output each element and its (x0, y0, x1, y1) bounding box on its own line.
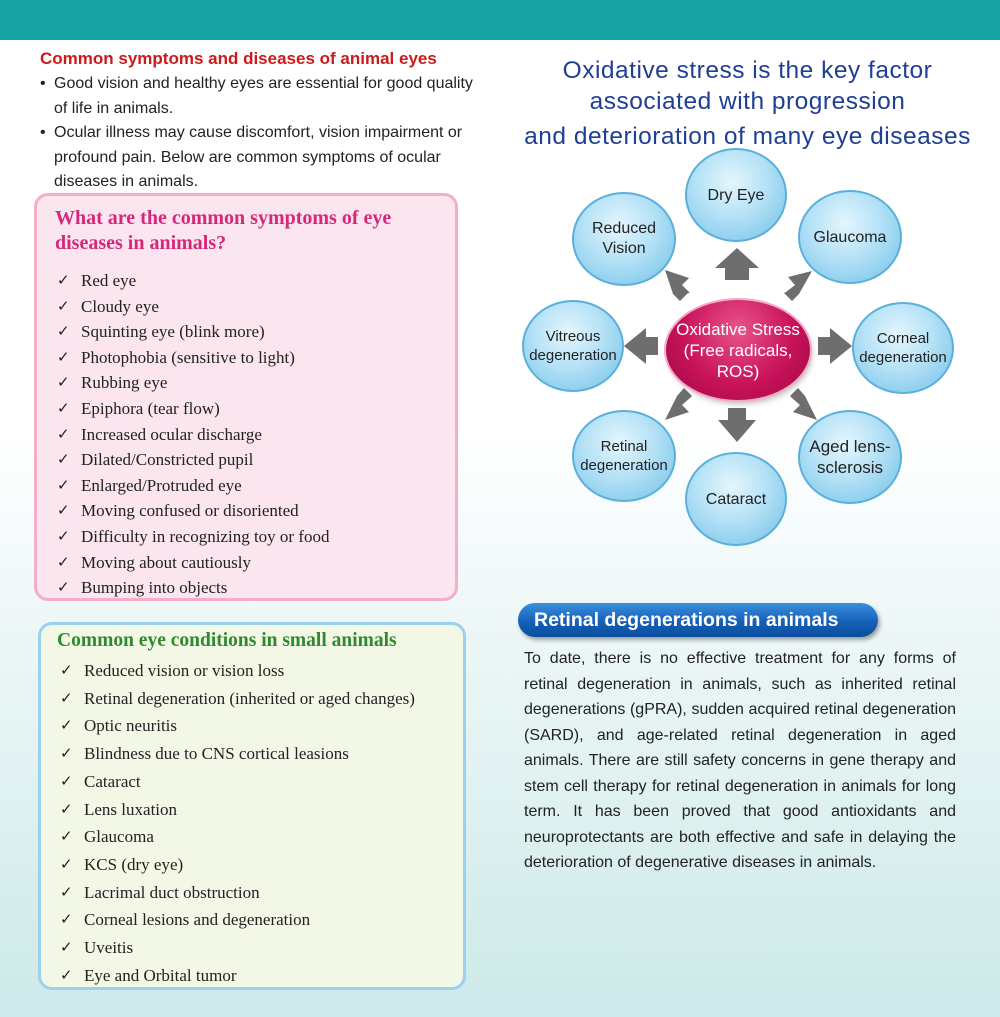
conditions-list: Reduced vision or vision loss Retinal de… (60, 657, 463, 989)
node-corneal-degeneration: Corneal degeneration (852, 302, 954, 394)
arrow-up-right (784, 271, 812, 301)
center-label: (Free radicals, (683, 340, 793, 360)
symptom-item: Enlarged/Protruded eye (57, 473, 455, 499)
condition-item: Blindness due to CNS cortical leasions (60, 740, 463, 768)
symptom-item: Epiphora (tear flow) (57, 396, 455, 422)
center-label: Oxidative Stress (676, 319, 800, 339)
symptoms-list: Red eye Cloudy eye Squinting eye (blink … (57, 268, 455, 601)
node-dry-eye: Dry Eye (685, 148, 787, 242)
intro-bullets: Good vision and healthy eyes are essenti… (40, 72, 480, 195)
arrow-right (818, 328, 852, 364)
arrow-up (715, 248, 759, 280)
condition-item: Reduced vision or vision loss (60, 657, 463, 685)
node-label: Reduced (591, 220, 657, 237)
node-label: Aged lens- (809, 437, 891, 456)
symptom-item: Moving confused or disoriented (57, 498, 455, 524)
condition-item: Optic neuritis (60, 712, 463, 740)
diagram-title-line: and deterioration of many eye diseases (524, 123, 971, 150)
intro-bullet: Good vision and healthy eyes are essenti… (40, 72, 480, 121)
condition-item: Lacrimal duct obstruction (60, 879, 463, 907)
symptom-item: Squinting eye (blink more) (57, 319, 455, 345)
node-label: Corneal (876, 330, 930, 347)
condition-item: Lens luxation (60, 796, 463, 824)
node-label: Vitreous (545, 328, 601, 345)
condition-item: Retinal degeneration (inherited or aged … (60, 685, 463, 713)
node-label: sclerosis (816, 458, 884, 477)
symptoms-box: What are the common symptoms of eye dise… (34, 193, 458, 601)
symptom-item: Rubbing eye (57, 370, 455, 396)
arrow-down (718, 408, 756, 442)
retinal-section-heading: Retinal degenerations in animals (518, 603, 878, 637)
diagram-title-line: Oxidative stress is the key factor (562, 57, 933, 84)
symptom-item: Increased ocular discharge (57, 422, 455, 448)
node-oxidative-stress: Oxidative Stress (Free radicals, ROS) (666, 300, 810, 400)
symptom-item: Difficulty in recognizing toy or food (57, 524, 455, 550)
condition-item: KCS (dry eye) (60, 851, 463, 879)
node-vitreous-degeneration: Vitreous degeneration (522, 300, 624, 392)
node-label: Retinal (600, 438, 648, 455)
symptom-item: Cloudy eye (57, 294, 455, 320)
condition-item: Corneal lesions and degeneration (60, 906, 463, 934)
symptoms-title: What are the common symptoms of eye dise… (55, 207, 392, 254)
arrow-left (624, 328, 658, 364)
symptom-item: Red eye (57, 268, 455, 294)
node-label: Cataract (705, 490, 767, 508)
node-label: Vision (602, 240, 646, 257)
symptom-item: Dilated/Constricted pupil (57, 447, 455, 473)
symptom-item: Photophobia (sensitive to light) (57, 345, 455, 371)
intro-bullet: Ocular illness may cause discomfort, vis… (40, 121, 480, 195)
node-label: degeneration (580, 457, 668, 474)
condition-item: Uveitis (60, 934, 463, 962)
retinal-section-body: To date, there is no effective treatment… (524, 650, 956, 871)
intro-section: Common symptoms and diseases of animal e… (40, 49, 480, 195)
node-glaucoma: Glaucoma (798, 190, 902, 284)
arrow-down-right (790, 388, 817, 420)
symptom-item: Moving about cautiously (57, 550, 455, 576)
arrow-up-left (665, 270, 690, 301)
node-label: Glaucoma (813, 228, 887, 246)
oxidative-stress-diagram: Dry Eye Glaucoma Corneal degeneration Age… (500, 140, 1000, 560)
diagram-arrows (624, 248, 852, 442)
condition-item: Glaucoma (60, 823, 463, 851)
condition-item: Eye and Orbital tumor (60, 962, 463, 990)
arrow-down-left (665, 388, 692, 420)
node-retinal-degeneration: Retinal degeneration (572, 410, 676, 502)
header-band (0, 0, 1000, 40)
diagram-title-line: associated with progression (589, 88, 906, 115)
conditions-title: Common eye conditions in small animals (57, 630, 397, 651)
node-label: Dry Eye (707, 186, 765, 204)
node-label: degeneration (859, 349, 947, 366)
node-label: degeneration (529, 347, 617, 364)
node-cataract: Cataract (685, 452, 787, 546)
intro-heading: Common symptoms and diseases of animal e… (40, 49, 437, 68)
diagram-title: Oxidative stress is the key factor assoc… (505, 55, 990, 152)
conditions-box: Common eye conditions in small animals R… (38, 622, 466, 990)
center-label: ROS) (716, 361, 760, 381)
node-aged-lens-sclerosis: Aged lens-sclerosis (798, 410, 902, 504)
symptom-item: Bumping into objects (57, 575, 455, 601)
condition-item: Cataract (60, 768, 463, 796)
